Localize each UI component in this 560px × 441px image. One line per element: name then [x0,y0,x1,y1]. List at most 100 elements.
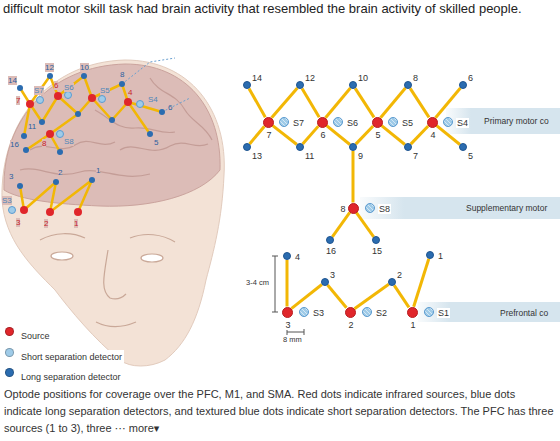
optode-number: 4 [429,130,436,140]
region-name: Supplementary motor [466,197,547,219]
short-detector-dot: S1 [424,307,434,317]
optode-number: S5 [100,86,110,95]
optode-number: 10 [357,73,369,83]
mouth [96,322,136,327]
optode-number: 1 [96,166,100,175]
legend-swatch [5,327,14,336]
optode-channel-line [24,96,150,136]
optode-number: 1 [74,219,78,228]
detector-dot [147,131,153,137]
short-detector-dot [65,92,72,99]
optode-channel [381,125,405,144]
optode-number: S7 [292,118,305,128]
eye [141,254,163,262]
optode-number: 4 [294,252,301,262]
optode-channel [381,88,406,118]
optode-number: S1 [437,308,450,318]
dimension-bracket [272,256,278,312]
brain-folds [20,78,212,176]
short-detector-dot: S5 [388,117,398,127]
optode-channel [394,285,409,307]
optode-number: 12 [304,73,316,83]
optode-channel [332,212,349,236]
optode-channel-line [20,180,92,212]
legend-text: Source [19,329,52,343]
source-dot: 4 [427,117,438,128]
optode-number: S6 [64,83,74,92]
detector-dot: 15 [372,236,380,244]
detector-dot [21,133,27,139]
detector-dot [17,183,23,189]
head-skin [2,60,224,366]
source-dot: 2 [345,307,356,318]
detector-dot: 11 [296,143,304,151]
optode-number: 4 [128,88,132,97]
optode-channel [302,88,319,117]
eye [51,252,73,260]
head-optode-links [122,58,190,112]
source-dot: 5 [372,117,383,128]
optode-number: 3 [16,218,20,227]
optode-number: S3 [2,196,12,205]
brain-fold [150,78,212,140]
detector-dot [39,119,45,125]
optode-number: S7 [34,86,44,95]
detector-dot: 8 [404,81,412,89]
short-detector-dot: S8 [365,203,375,213]
optode-channel [410,88,429,117]
optode-number: S4 [456,118,469,128]
optode-channel [291,284,322,308]
optode-number: 2 [396,270,403,280]
optode-number: 7 [412,151,419,161]
optode-number: 8 [42,139,46,148]
optode-number: 1 [437,251,444,261]
dashed-link [122,58,175,84]
optode-number: 16 [10,140,19,149]
detector-dot: 12 [296,81,304,89]
source-dot [54,92,62,100]
detector-dot [119,81,125,87]
optode-channel-line [26,114,78,150]
optode-number: S3 [312,308,325,318]
optode-number: 8 [412,73,419,83]
nose [104,250,126,299]
optode-channel [352,151,355,203]
optode-number: 6 [467,73,474,83]
optode-number: 2 [347,320,354,330]
optode-number: 6 [319,130,326,140]
optode-channel [249,88,265,117]
optode-channel [356,212,373,236]
optode-channel [326,125,350,144]
source-dot: 1 [407,307,418,318]
optode-number: 3 [284,320,291,330]
optode-channel [286,260,289,307]
head-detectors [17,73,165,189]
optode-channel [250,126,265,144]
detector-dot [81,73,87,79]
optode-channel [414,259,429,307]
dimension-label: 8 mm [283,336,302,345]
optode-channel [354,284,388,308]
short-detector-dot: S7 [279,117,289,127]
optode-channel [328,285,347,308]
optode-number: 8 [120,70,124,79]
detector-dot: 3 [321,278,329,286]
region-name: Prefrontal co [500,303,548,323]
optode-number: S8 [64,137,74,146]
optode-channel [355,88,374,117]
source-dot [46,208,54,216]
optode-number: S8 [378,204,391,214]
dimension-bracket [287,329,304,335]
optode-number: 14 [251,73,263,83]
optode-number: 6 [168,103,172,112]
head [2,58,224,366]
short-detector-dot [57,131,64,138]
optode-number: 2 [58,168,62,177]
detector-dot [47,73,53,79]
body-text: difficult motor skill task had brain act… [3,1,557,17]
optode-number: 12 [45,63,54,72]
legend-text: Short separation detector [19,350,124,364]
legend-entry: Long separation detector [5,366,123,380]
detector-dot [17,85,23,91]
